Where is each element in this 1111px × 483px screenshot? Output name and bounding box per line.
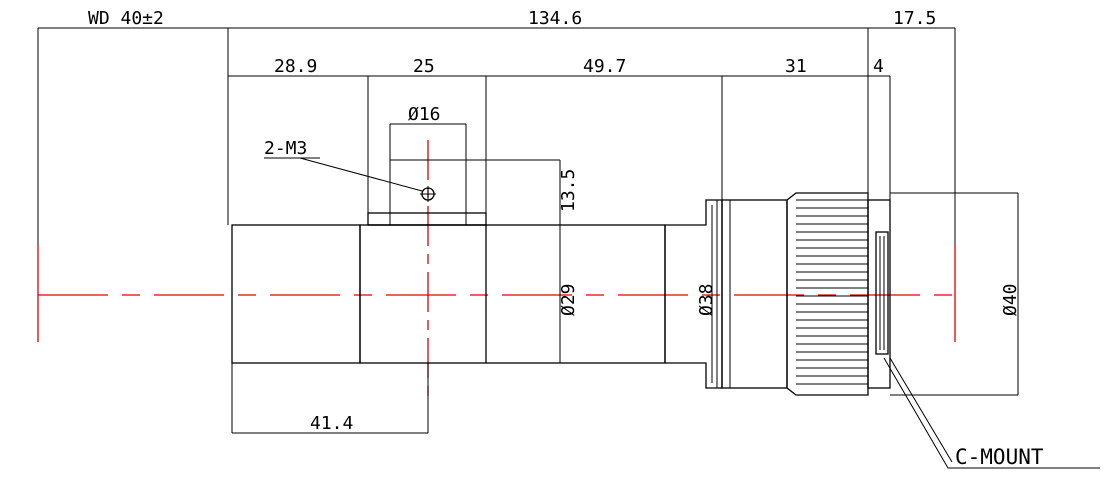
overall-length-label: 134.6 [528,8,582,29]
c-mount-thread [875,231,889,355]
mid-barrel [359,224,666,364]
dia-40-label: Ø40 [1000,283,1021,316]
thread-label: 2-M3 [264,138,307,159]
lens-body [231,192,891,396]
centerlines [37,140,958,400]
bottom-length-label: 41.4 [310,413,353,434]
seg-4-label: 31 [785,56,807,77]
boss-dia-label: Ø16 [408,104,441,125]
front-barrel [231,224,361,364]
boss-height-label: 13.5 [558,169,579,212]
seg-2-label: 25 [413,56,435,77]
dia-29-label: Ø29 [558,283,579,316]
seg-1-label: 28.9 [274,56,317,77]
c-mount-leader [883,357,1100,469]
rear-ring [721,199,788,389]
seg-5-label: 4 [873,56,884,77]
rear-flange [867,199,891,389]
knurl-lines [796,199,868,385]
mounting-boss [367,212,487,226]
thread-leader [299,157,423,192]
dia-38-label: Ø38 [696,283,717,316]
wd-label: WD 40±2 [88,8,164,29]
top-dimensions [37,27,956,245]
knurled-ring [786,192,869,396]
c-mount-label: C-MOUNT [955,445,1044,469]
seg-3-label: 49.7 [583,56,626,77]
mount-offset-label: 17.5 [893,8,936,29]
